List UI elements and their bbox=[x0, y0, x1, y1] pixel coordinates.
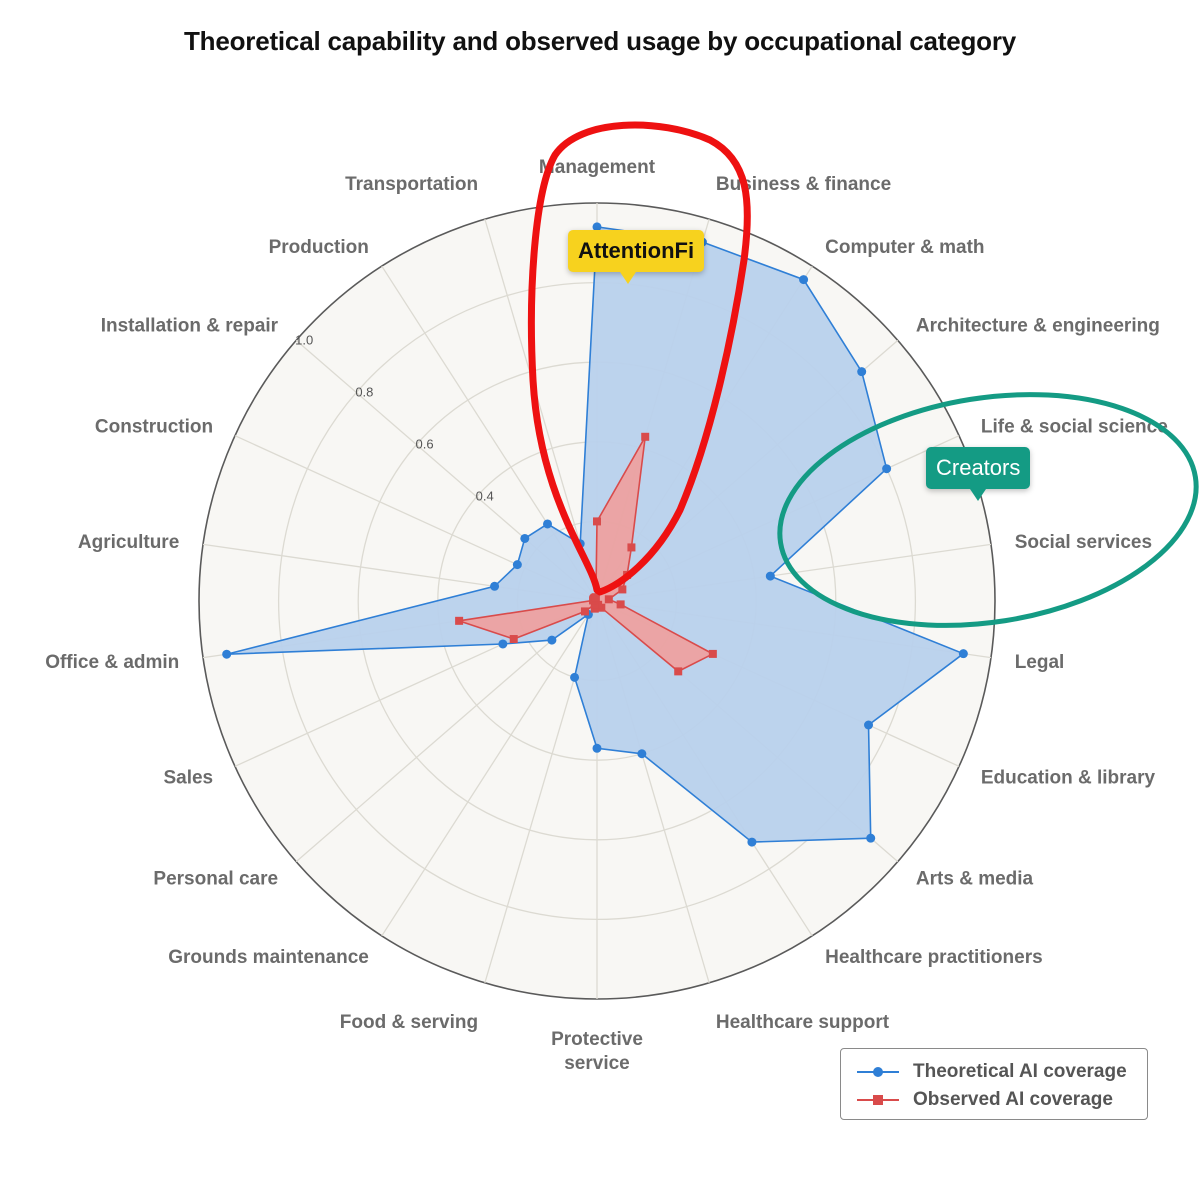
grid-spoke bbox=[484, 218, 598, 602]
data-point bbox=[708, 649, 717, 658]
data-point bbox=[616, 600, 625, 609]
category-label: Management bbox=[539, 157, 656, 178]
series-theoretical bbox=[222, 222, 968, 847]
data-point bbox=[747, 837, 757, 847]
data-point bbox=[490, 581, 500, 591]
data-point bbox=[799, 275, 809, 285]
category-label: Education & library bbox=[981, 767, 1156, 788]
category-label: Arts & media bbox=[916, 868, 1034, 889]
data-point bbox=[674, 667, 683, 676]
radial-tick-label: 1.0 bbox=[295, 332, 313, 347]
data-point bbox=[593, 517, 601, 526]
category-label: Construction bbox=[95, 417, 213, 438]
grid-spoke bbox=[381, 600, 598, 937]
category-label: Transportation bbox=[345, 174, 478, 195]
category-label: Installation & repair bbox=[101, 316, 279, 337]
radial-tick-label: 0.6 bbox=[415, 437, 433, 452]
radial-tick-label: 0.8 bbox=[355, 384, 373, 399]
chart-legend: Theoretical AI coverage Observed AI cove… bbox=[840, 1048, 1148, 1120]
category-label: Business & finance bbox=[716, 174, 891, 195]
attentionfi-callout: AttentionFi bbox=[568, 230, 705, 284]
data-point bbox=[520, 533, 530, 543]
data-point bbox=[627, 543, 636, 552]
category-label: Food & serving bbox=[340, 1012, 478, 1033]
data-point bbox=[591, 593, 600, 602]
category-label: Architecture & engineering bbox=[916, 316, 1160, 337]
data-point bbox=[590, 604, 599, 613]
category-label: Healthcare practitioners bbox=[825, 947, 1043, 968]
hand-drawn-annotations bbox=[527, 121, 1199, 628]
attentionfi-label: AttentionFi bbox=[578, 238, 695, 263]
data-point bbox=[765, 571, 775, 581]
data-point bbox=[882, 464, 892, 474]
legend-label-observed: Observed AI coverage bbox=[913, 1089, 1113, 1110]
category-label: Agriculture bbox=[78, 532, 179, 553]
category-label: Legal bbox=[1015, 652, 1065, 673]
data-point bbox=[498, 639, 508, 649]
red-hand-drawn-circle bbox=[527, 121, 751, 596]
radial-tick-label: 0.4 bbox=[476, 489, 494, 504]
category-label: Sales bbox=[163, 767, 213, 788]
legend-item-observed: Observed AI coverage bbox=[855, 1087, 1113, 1113]
category-label: Office & admin bbox=[45, 652, 179, 673]
grid-spoke bbox=[295, 600, 598, 863]
data-point bbox=[592, 743, 602, 753]
data-point bbox=[958, 649, 968, 659]
data-point bbox=[641, 432, 650, 441]
data-point bbox=[509, 635, 518, 644]
legend-label-theoretical: Theoretical AI coverage bbox=[913, 1061, 1127, 1082]
data-point bbox=[857, 367, 867, 377]
teal-hand-drawn-circle bbox=[777, 392, 1199, 628]
data-point bbox=[866, 833, 876, 843]
data-point bbox=[604, 595, 613, 604]
category-label: Computer & math bbox=[825, 237, 984, 258]
category-label: Social services bbox=[1015, 532, 1152, 553]
data-point bbox=[580, 607, 589, 616]
square-marker-icon bbox=[857, 1095, 899, 1105]
data-point bbox=[543, 519, 553, 529]
data-point bbox=[592, 222, 602, 232]
category-label: Personal care bbox=[153, 868, 278, 889]
data-point bbox=[618, 585, 627, 594]
category-label: Life & social science bbox=[981, 417, 1168, 438]
data-point bbox=[512, 560, 522, 570]
data-point bbox=[222, 649, 232, 659]
data-point bbox=[864, 720, 874, 730]
callout-tail bbox=[620, 272, 636, 284]
creators-callout: Creators bbox=[926, 447, 1031, 501]
data-point bbox=[637, 749, 647, 759]
circle-marker-icon bbox=[857, 1067, 899, 1077]
legend-item-theoretical: Theoretical AI coverage bbox=[855, 1059, 1127, 1085]
category-label: Grounds maintenance bbox=[168, 947, 369, 968]
data-point bbox=[547, 635, 557, 645]
creators-label: Creators bbox=[936, 455, 1021, 480]
data-point bbox=[455, 616, 464, 625]
data-point bbox=[570, 672, 580, 682]
category-label: Healthcare support bbox=[716, 1012, 890, 1033]
chart-title: Theoretical capability and observed usag… bbox=[183, 26, 1017, 56]
radial-tick-labels: 0.4 0.6 0.8 1.0 bbox=[295, 332, 494, 503]
callout-tail bbox=[970, 489, 986, 501]
category-label: Production bbox=[269, 237, 369, 258]
